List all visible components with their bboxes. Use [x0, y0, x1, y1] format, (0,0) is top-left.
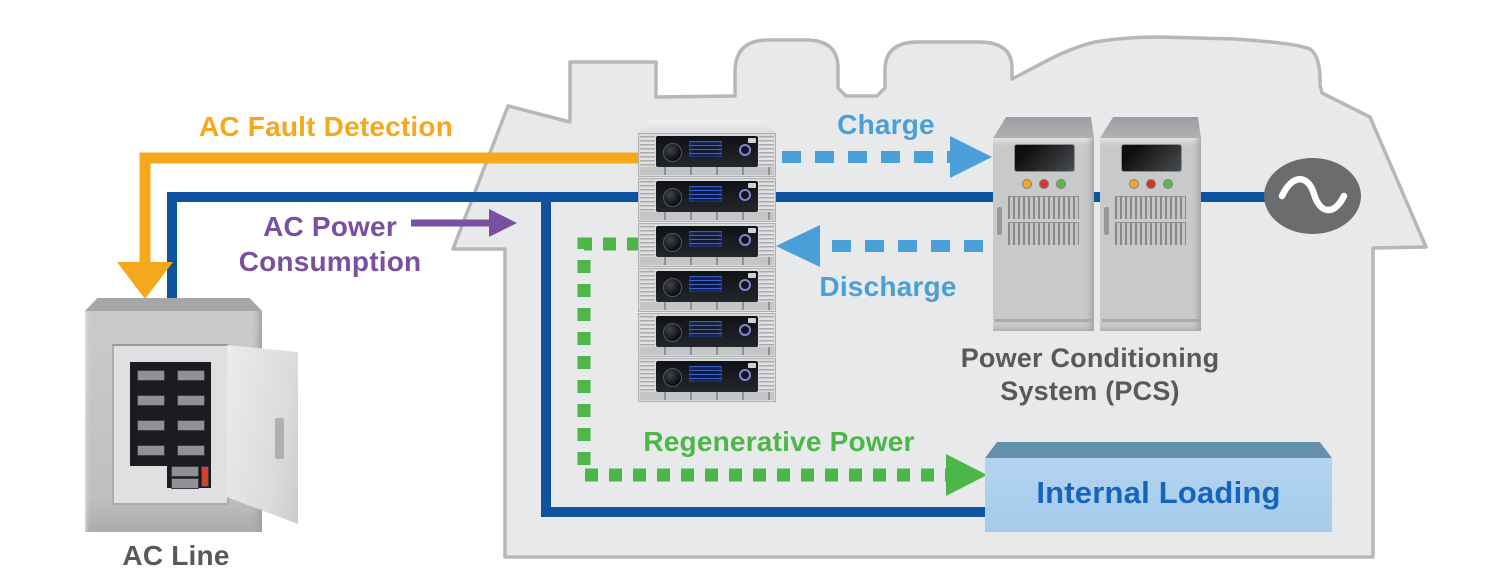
rack-vent-bottom — [640, 167, 774, 175]
rack-unit — [638, 268, 776, 312]
rack-display — [689, 186, 722, 202]
rack-vent-bottom — [640, 257, 774, 265]
pcs-label-line1: Power Conditioning — [960, 343, 1220, 373]
rack-unit — [638, 223, 776, 267]
rack-vent-left — [640, 181, 655, 211]
charge-label: Charge — [837, 109, 935, 140]
dial-knob-icon — [663, 368, 682, 387]
rotary-knob-icon — [739, 189, 751, 201]
circuit-breaker — [171, 466, 199, 477]
regenerative-arrowhead — [946, 454, 987, 496]
rotary-knob-icon — [739, 234, 751, 246]
discharge-arrowhead — [776, 225, 820, 267]
ac-line-label: AC Line — [122, 540, 230, 571]
internal-loading-box-top — [985, 442, 1332, 458]
rack-display — [689, 321, 722, 337]
dial-knob-icon — [663, 188, 682, 207]
circuit-breaker — [177, 370, 205, 381]
rotary-knob-icon — [739, 324, 751, 336]
internal-loading-box: Internal Loading — [985, 458, 1332, 532]
circuit-breaker — [137, 395, 165, 406]
rack-vent-left — [640, 226, 655, 256]
rack-vent-bottom — [640, 392, 774, 400]
rack-vent-bottom — [640, 302, 774, 310]
ac-line-breaker-panel — [85, 296, 300, 536]
grid-simulator-rack — [638, 120, 776, 408]
rack-front-panel — [656, 181, 758, 212]
rack-vent-left — [640, 316, 655, 346]
circuit-breaker — [171, 478, 199, 489]
rack-unit — [638, 313, 776, 357]
rotary-knob-icon — [739, 144, 751, 156]
ac-fault-arrowhead — [117, 262, 173, 299]
ac-fault-line — [139, 152, 640, 264]
charge-arrowhead — [950, 136, 992, 178]
ac-power-branch-line — [541, 192, 985, 517]
circuit-breaker — [177, 445, 205, 456]
tripped-breaker — [201, 466, 209, 487]
usb-port-icon — [748, 273, 756, 278]
rack-unit — [638, 133, 776, 177]
rack-vent-right — [759, 181, 774, 211]
usb-port-icon — [748, 363, 756, 368]
rotary-knob-icon — [739, 369, 751, 381]
rack-vent-right — [759, 271, 774, 301]
usb-port-icon — [748, 183, 756, 188]
rack-vent-right — [759, 361, 774, 391]
regenerative-dashed-line — [577, 237, 946, 482]
ac-fault-detection-label: AC Fault Detection — [198, 111, 454, 142]
rack-vent-left — [640, 271, 655, 301]
pcs-label-line2: System (PCS) — [1000, 376, 1180, 406]
door-handle-icon — [275, 418, 284, 459]
ac-power-line2: Consumption — [238, 246, 422, 277]
rack-vent-right — [759, 136, 774, 166]
circuit-breaker — [137, 420, 165, 431]
rack-top-face — [638, 120, 776, 133]
rack-front-panel — [656, 271, 758, 302]
dial-knob-icon — [663, 278, 682, 297]
dial-knob-icon — [663, 233, 682, 252]
rack-vent-right — [759, 226, 774, 256]
panel-door — [227, 345, 298, 524]
rotary-knob-icon — [739, 279, 751, 291]
rack-vent-left — [640, 136, 655, 166]
usb-port-icon — [748, 138, 756, 143]
discharge-label: Discharge — [819, 271, 957, 302]
circuit-breaker — [137, 445, 165, 456]
rack-unit — [638, 358, 776, 402]
ac-power-line — [167, 192, 1285, 298]
sine-wave-icon — [1278, 176, 1348, 214]
circuit-breaker — [177, 420, 205, 431]
rack-front-panel — [656, 361, 758, 392]
rack-unit — [638, 178, 776, 222]
dial-knob-icon — [663, 143, 682, 162]
rack-display — [689, 276, 722, 292]
rack-vent-right — [759, 316, 774, 346]
dial-knob-icon — [663, 323, 682, 342]
pcs-label: Power Conditioning System (PCS) — [961, 342, 1220, 408]
rack-vent-bottom — [640, 347, 774, 355]
ac-power-line1: AC Power — [263, 211, 397, 242]
breaker-box-extension — [167, 464, 211, 489]
ac-consumption-arrowhead — [489, 209, 517, 237]
rack-display — [689, 231, 722, 247]
ac-source-badge — [1264, 158, 1361, 234]
usb-port-icon — [748, 228, 756, 233]
rack-vent-left — [640, 361, 655, 391]
rack-vent-bottom — [640, 212, 774, 220]
internal-loading-label: Internal Loading — [1036, 475, 1281, 510]
rack-front-panel — [656, 316, 758, 347]
circuit-breaker — [137, 370, 165, 381]
breaker-box — [130, 362, 211, 466]
rack-front-panel — [656, 136, 758, 167]
circuit-breaker — [177, 395, 205, 406]
rack-display — [689, 141, 722, 157]
usb-port-icon — [748, 318, 756, 323]
rack-display — [689, 366, 722, 382]
regenerative-power-label: Regenerative Power — [643, 426, 915, 457]
rack-front-panel — [656, 226, 758, 257]
ac-power-consumption-label: AC Power Consumption — [239, 209, 422, 279]
panel-top-face — [85, 298, 262, 311]
